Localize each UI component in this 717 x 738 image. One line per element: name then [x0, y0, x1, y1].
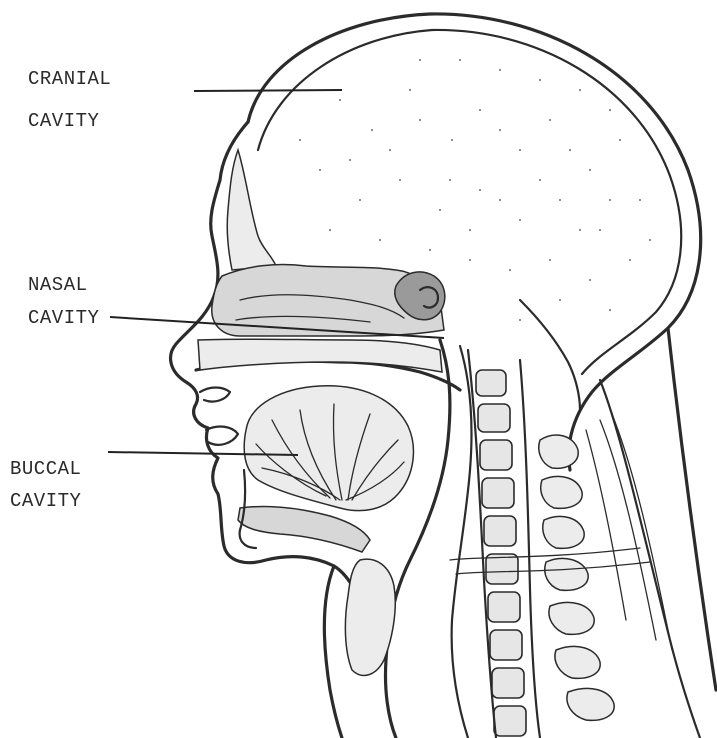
occipital-curve [520, 300, 580, 410]
label-nasal-line1: NASAL [28, 274, 88, 296]
frontal-bone [227, 150, 276, 270]
lower-lip [206, 427, 238, 445]
pharynx-front [385, 340, 449, 738]
label-nasal-line2: CAVITY [28, 307, 100, 329]
label-cranial-cavity: CRANIAL CAVITY [28, 68, 111, 132]
label-cranial-line1: CRANIAL [28, 68, 111, 90]
upper-lip [200, 388, 230, 402]
spinous-processes [539, 435, 614, 720]
larynx [345, 559, 395, 675]
pharynx-back [452, 346, 472, 738]
label-buccal-line1: BUCCAL [10, 458, 81, 480]
palate-shelf [198, 339, 442, 372]
label-buccal-line2: CAVITY [10, 490, 82, 512]
lower-jaw [238, 506, 370, 552]
tongue [244, 386, 413, 511]
label-buccal-cavity: BUCCAL CAVITY [10, 458, 82, 512]
leader-cranial [194, 90, 342, 91]
label-cranial-line2: CAVITY [28, 110, 100, 132]
throat-front [324, 566, 342, 738]
neck-back [668, 328, 716, 690]
face-profile [171, 122, 370, 630]
head-illustration [171, 14, 716, 738]
label-nasal-cavity: NASAL CAVITY [28, 274, 100, 329]
